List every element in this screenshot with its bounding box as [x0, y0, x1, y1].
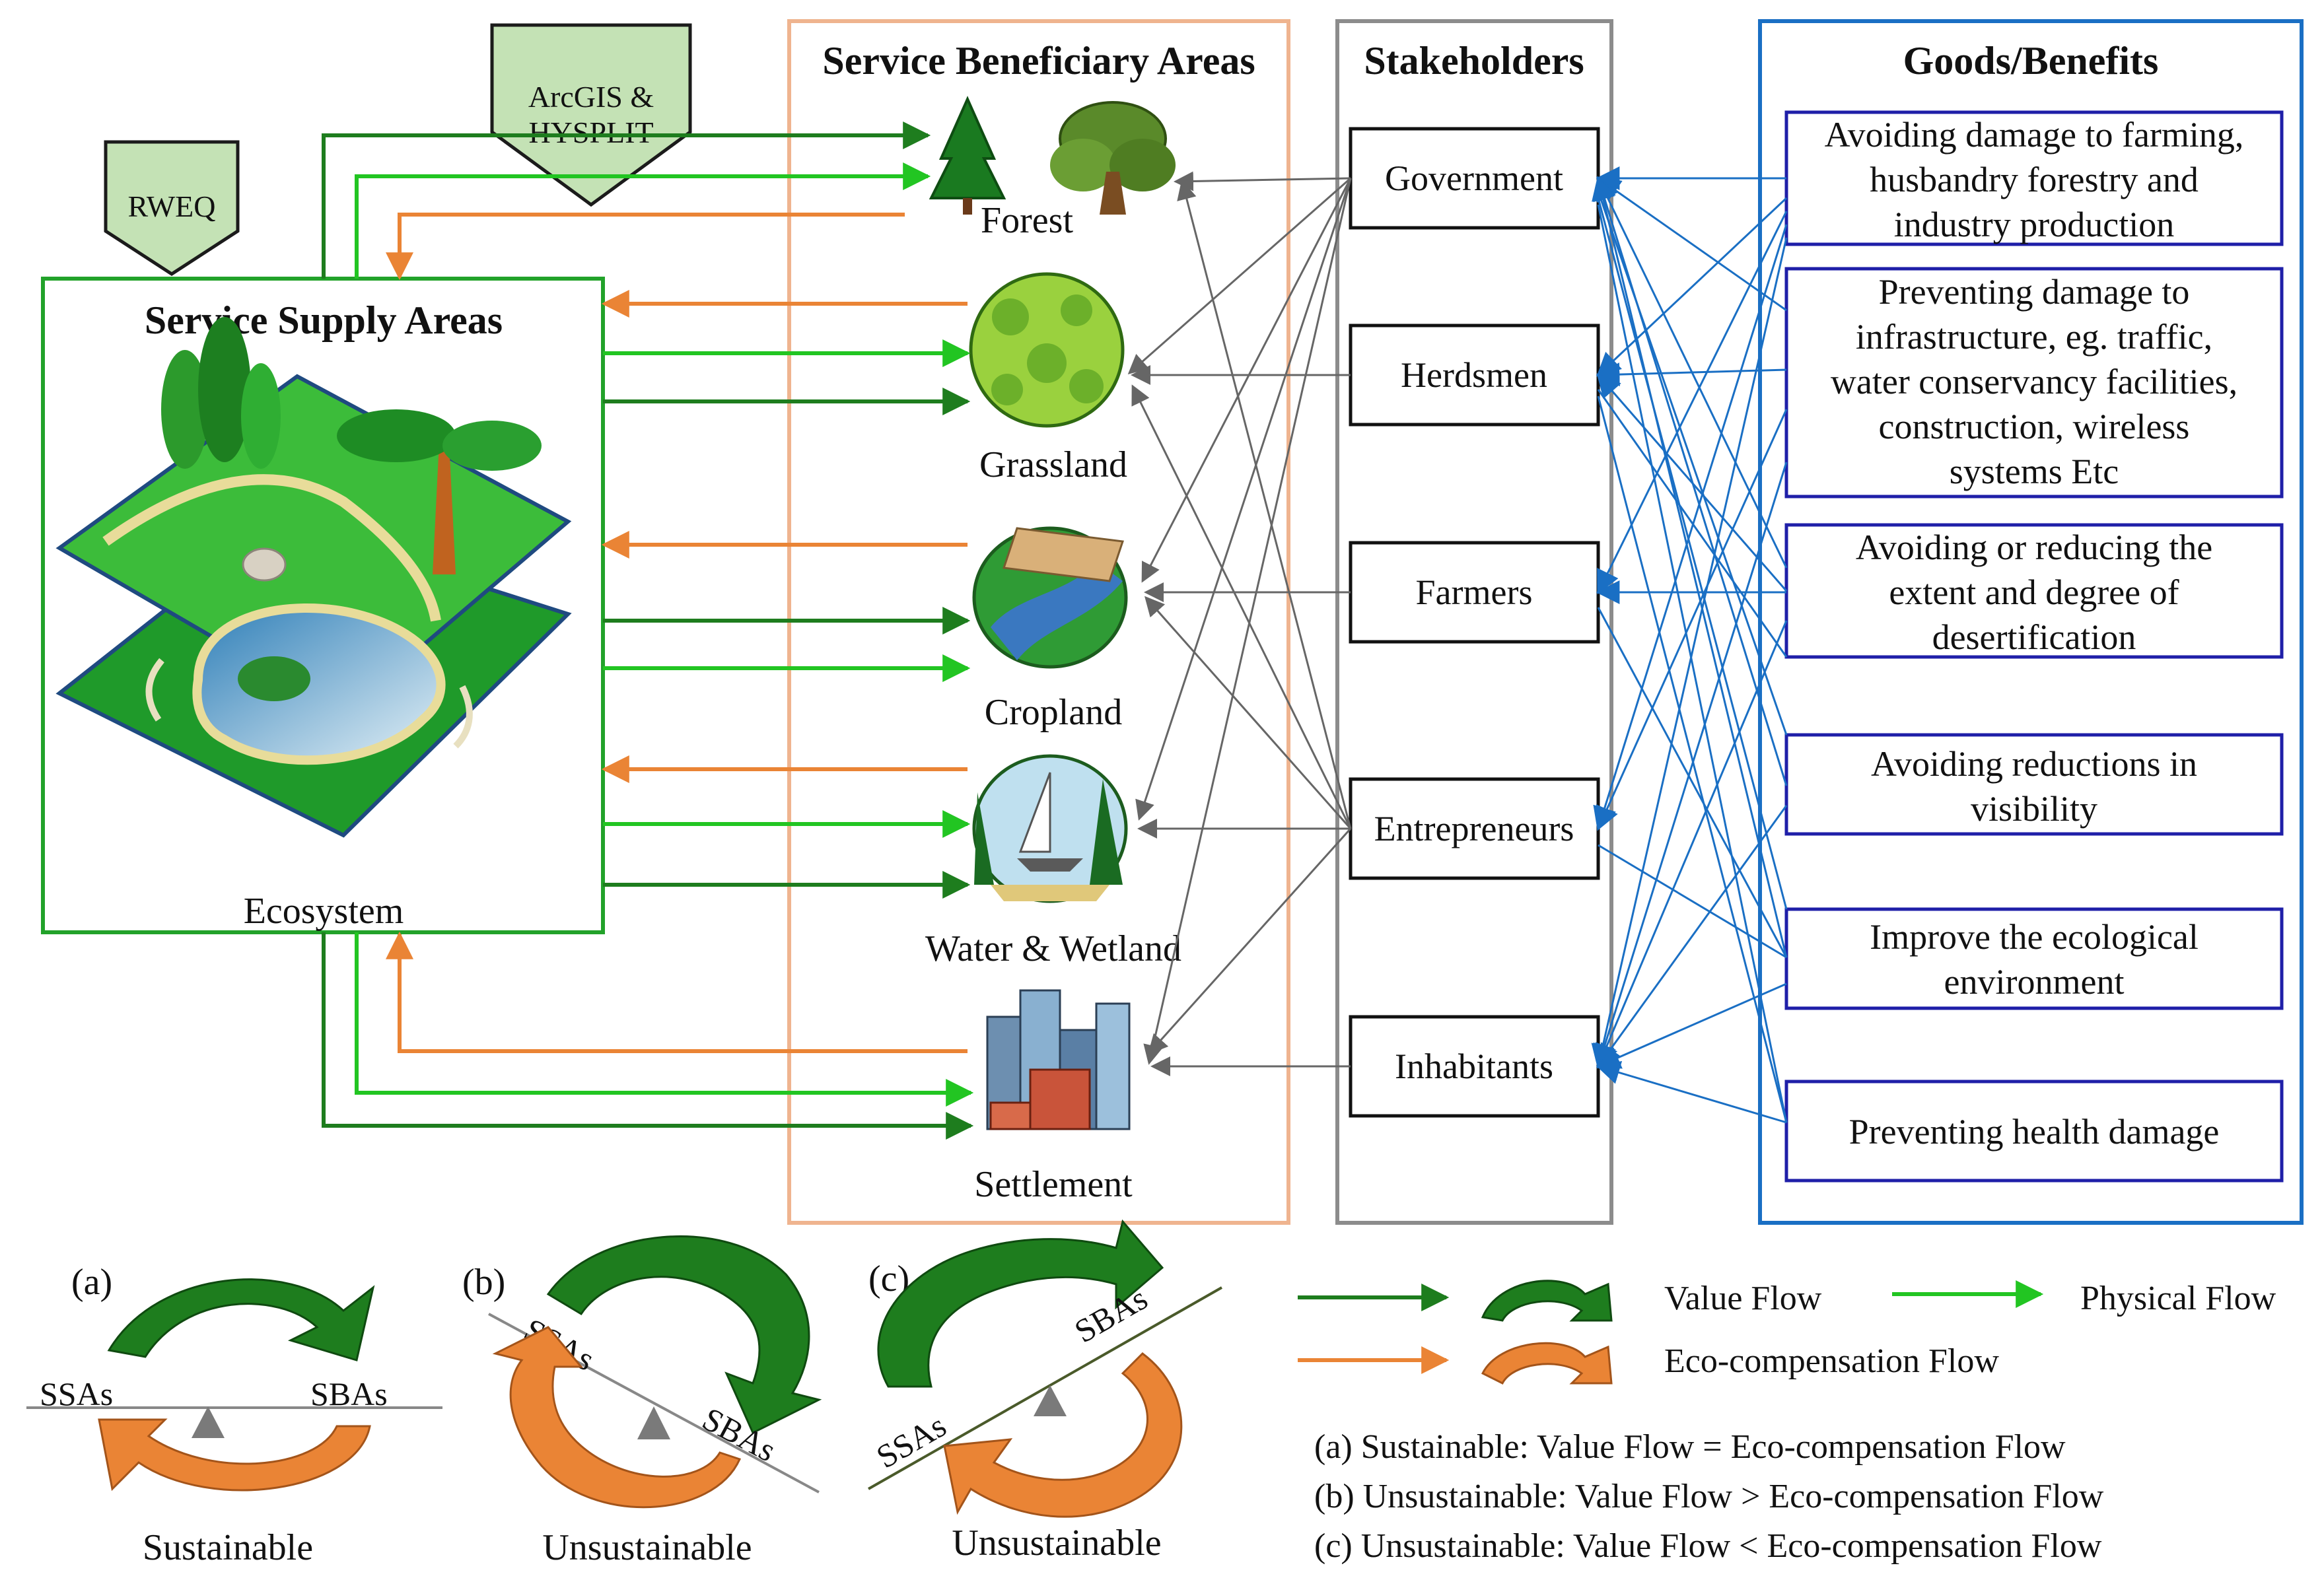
stakeholder-entrepreneurs: Entrepreneurs	[1349, 777, 1600, 880]
benefit-box-6: Preventing health damage	[1784, 1080, 2284, 1183]
pine-and-oak-tree-icon	[929, 96, 1176, 215]
benefit-box-4: Avoiding reductions in visibility	[1784, 733, 2284, 836]
scenario-c-right-label: SBAs	[1069, 1280, 1154, 1350]
stakeholder-inhabitants-label: Inhabitants	[1395, 1047, 1553, 1086]
legend-note-c: (c) Unsustainable: Value Flow < Eco-comp…	[1314, 1527, 2102, 1565]
stakeholder-area-links	[1127, 171, 1352, 1076]
ecosystem-label: Ecosystem	[244, 891, 404, 932]
stakeholder-government-label: Government	[1385, 158, 1563, 198]
benefit-1-line-1: Avoiding damage to farming,	[1825, 115, 2244, 155]
benefit-6-line-1: Preventing health damage	[1849, 1112, 2220, 1152]
rweq-label: RWEQ	[128, 189, 216, 223]
stakeholder-herdsmen: Herdsmen	[1349, 324, 1600, 427]
stakeholder-farmers: Farmers	[1349, 541, 1600, 644]
benefit-1-line-2: husbandry forestry and	[1870, 160, 2199, 199]
benefit-2-line-2: infrastructure, eg. traffic,	[1856, 317, 2212, 357]
beneficiary-area-forest-label: Forest	[981, 200, 1073, 241]
benefit-5-line-1: Improve the ecological	[1870, 917, 2199, 957]
bush-icon	[969, 272, 1125, 428]
value-flow-curved-arrow-icon	[1481, 1280, 1613, 1322]
benefit-2-line-5: systems Etc	[1950, 452, 2119, 491]
eco-compensation-curved-arrow-icon	[1481, 1342, 1613, 1385]
benefit-box-3: Avoiding or reducing the extent and degr…	[1784, 523, 2284, 659]
benefit-3-line-3: desertification	[1932, 617, 2136, 657]
legend-note-a: (a) Sustainable: Value Flow = Eco-compen…	[1314, 1428, 2066, 1466]
goods-benefits-title: Goods/Benefits	[1903, 39, 2159, 83]
scenario-a-tag: (a)	[71, 1262, 112, 1303]
benefit-stakeholder-links	[1591, 166, 1788, 1124]
landscape-layers-icon	[55, 317, 572, 838]
benefit-2-line-1: Preventing damage to	[1879, 272, 2190, 312]
legend-physical-flow-label: Physical Flow	[2080, 1280, 2276, 1317]
benefit-3-line-2: extent and degree of	[1889, 572, 2179, 612]
benefit-3-line-1: Avoiding or reducing the	[1856, 528, 2212, 567]
stakeholder-farmers-label: Farmers	[1416, 572, 1533, 612]
benefit-box-5: Improve the ecological environment	[1784, 907, 2284, 1010]
lake-sailboat-icon	[972, 754, 1128, 903]
scenario-a-right-label: SBAs	[310, 1375, 388, 1412]
beneficiary-area-settlement-label: Settlement	[974, 1164, 1133, 1205]
arcgis-label-line1: ArcGIS &	[528, 80, 654, 114]
scenario-a: (a) SSAs SBAs Sustainable	[26, 1262, 442, 1568]
scenario-c-caption: Unsustainable	[952, 1523, 1161, 1564]
stakeholder-herdsmen-label: Herdsmen	[1401, 355, 1547, 395]
stakeholder-government: Government	[1349, 127, 1600, 230]
benefit-5-line-2: environment	[1944, 962, 2125, 1002]
scenario-c: (c) SSAs SBAs Unsustainable	[868, 1219, 1222, 1564]
scenario-a-left-label: SSAs	[40, 1375, 113, 1412]
beneficiary-area-grassland-label: Grassland	[979, 444, 1127, 485]
benefit-box-2: Preventing damage to infrastructure, eg.…	[1784, 267, 2284, 499]
scenario-a-caption: Sustainable	[143, 1527, 313, 1568]
stakeholder-inhabitants: Inhabitants	[1349, 1015, 1600, 1118]
legend-eco-compensation-label: Eco-compensation Flow	[1664, 1342, 1999, 1380]
stakeholders-title: Stakeholders	[1364, 39, 1584, 83]
benefit-box-1: Avoiding damage to farming, husbandry fo…	[1784, 110, 2284, 246]
city-buildings-icon	[986, 989, 1131, 1130]
benefit-2-line-3: water conservancy facilities,	[1831, 362, 2237, 401]
legend: Value Flow Physical Flow Eco-compensatio…	[1298, 1280, 2276, 1565]
scenario-b-tag: (b)	[462, 1262, 505, 1303]
stakeholders-box	[1335, 19, 1613, 1225]
beneficiary-area-cropland-label: Cropland	[985, 692, 1122, 733]
legend-note-b: (b) Unsustainable: Value Flow > Eco-comp…	[1314, 1478, 2104, 1515]
goods-benefits-box	[1758, 19, 2304, 1225]
rweq-tag: RWEQ	[104, 140, 240, 276]
service-beneficiary-areas-title: Service Beneficiary Areas	[822, 39, 1255, 83]
scenario-b-caption: Unsustainable	[542, 1527, 752, 1568]
scenario-b: (b) SSAs SBAs Unsustainable	[462, 1235, 822, 1568]
arcgis-hysplit-tag: ArcGIS & HYSPLIT	[490, 23, 692, 207]
supply-flows	[322, 121, 974, 1140]
benefit-4-line-1: Avoiding reductions in	[1871, 744, 2197, 784]
benefit-2-line-4: construction, wireless	[1879, 407, 2190, 446]
stakeholder-entrepreneurs-label: Entrepreneurs	[1374, 809, 1574, 848]
legend-value-flow-label: Value Flow	[1664, 1280, 1822, 1317]
benefit-4-line-2: visibility	[1971, 789, 2097, 829]
beneficiary-area-water-wetland-label: Water & Wetland	[925, 928, 1181, 969]
benefit-1-line-3: industry production	[1894, 205, 2174, 244]
service-supply-areas-title: Service Supply Areas	[145, 298, 503, 342]
river-valley-icon	[972, 526, 1128, 669]
arcgis-label-line2: HYSPLIT	[528, 116, 653, 149]
